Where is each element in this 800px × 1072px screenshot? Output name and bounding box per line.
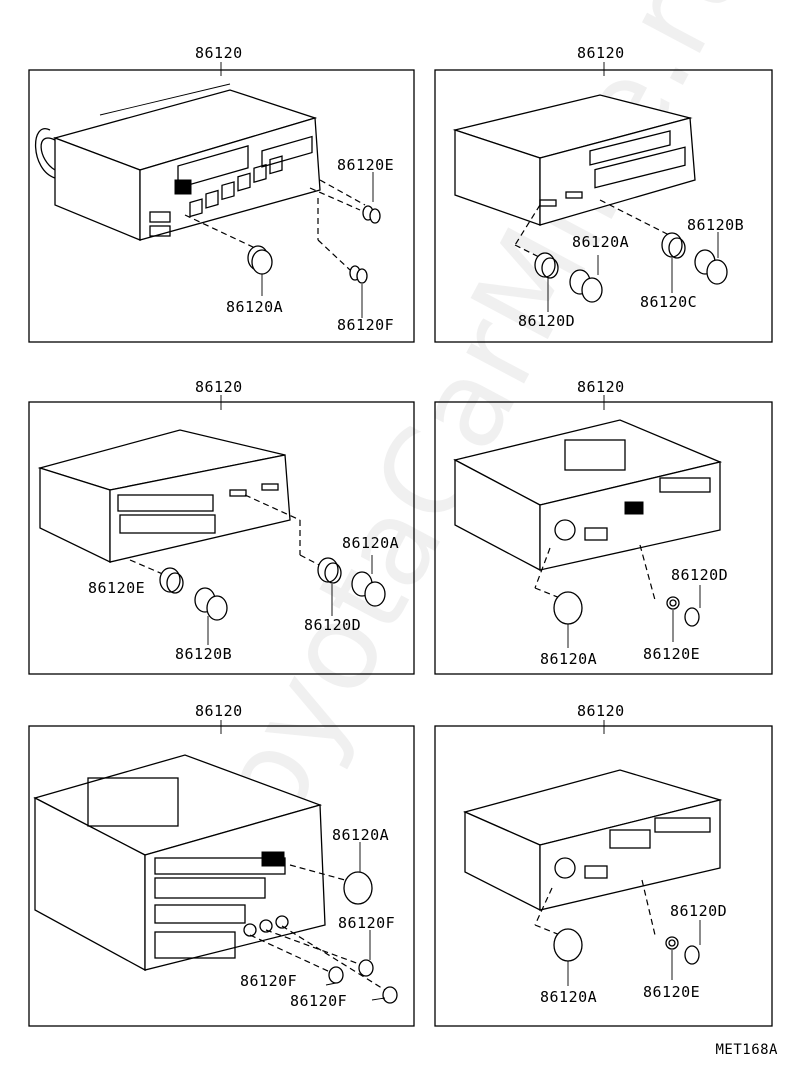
part-label-86120E: 86120E (643, 645, 701, 663)
part-label-86120D: 86120D (518, 312, 576, 330)
knob-86120A-p4 (553, 591, 583, 625)
part-label-86120A: 86120A (540, 988, 598, 1006)
knob-86120A-p3 (351, 571, 386, 607)
panel-6-frame (434, 725, 773, 1027)
panel-4-title: 86120 (577, 378, 625, 396)
panel-6-radio-unit (463, 769, 723, 912)
part-label-86120F: 86120F (240, 972, 298, 990)
part-label-86120C: 86120C (640, 293, 698, 311)
part-label-86120D: 86120D (304, 616, 362, 634)
part-label-86120F: 86120F (338, 914, 396, 932)
knob-86120E-p4 (666, 596, 680, 610)
part-label-86120B: 86120B (687, 216, 745, 234)
panel-4-frame (434, 401, 773, 675)
panel-3-frame (28, 401, 415, 675)
knob-86120E-p6 (665, 936, 679, 950)
panel-5-radio-unit (33, 754, 326, 972)
panel-2-frame (434, 69, 773, 343)
part-label-86120B: 86120B (175, 645, 233, 663)
part-label-86120D: 86120D (670, 902, 728, 920)
panel-5-frame (28, 725, 415, 1027)
part-label-86120F: 86120F (290, 992, 348, 1010)
part-label-86120A: 86120A (226, 298, 284, 316)
panel-4-radio-unit (453, 419, 723, 572)
part-label-86120A: 86120A (540, 650, 598, 668)
part-label-86120A: 86120A (572, 233, 630, 251)
panel-3-title: 86120 (195, 378, 243, 396)
knob-86120B-p3 (194, 587, 228, 621)
knob-86120E-p1 (362, 205, 381, 224)
knob-86120B-p2 (694, 249, 728, 285)
part-label-86120E: 86120E (643, 983, 701, 1001)
knob-86120A-p6 (553, 928, 583, 962)
knob-86120A-p2 (569, 269, 603, 303)
panel-2-title: 86120 (577, 44, 625, 62)
panel-3-radio-unit (37, 429, 291, 564)
knob-86120A-p5 (343, 871, 373, 905)
part-label-86120E: 86120E (88, 579, 146, 597)
panel-1-frame (28, 69, 415, 343)
panel-1-title: 86120 (195, 44, 243, 62)
knob-86120A-p1 (247, 245, 273, 275)
part-label-86120D: 86120D (671, 566, 729, 584)
panel-2-radio-unit (452, 94, 696, 226)
part-label-86120A: 86120A (332, 826, 390, 844)
part-label-86120F: 86120F (337, 316, 395, 334)
part-label-86120E: 86120E (337, 156, 395, 174)
panel-1-radio-unit (34, 83, 321, 241)
part-label-86120A: 86120A (342, 534, 400, 552)
knob-86120D-p2 (534, 252, 559, 279)
knob-86120D-p6 (684, 945, 700, 965)
knob-86120C-p2 (661, 232, 686, 259)
diagram-reference-code: MET168A (715, 1042, 778, 1058)
knob-86120F-p5b (358, 959, 374, 977)
knob-86120F-p5c (382, 986, 398, 1004)
knob-86120F-p5a (328, 966, 344, 984)
panel-6-title: 86120 (577, 702, 625, 720)
knob-86120D-p3 (317, 557, 342, 584)
knob-86120F-p1 (349, 265, 368, 284)
panel-5-title: 86120 (195, 702, 243, 720)
knob-86120D-p4 (684, 607, 700, 627)
knob-86120E-p3 (159, 567, 184, 594)
